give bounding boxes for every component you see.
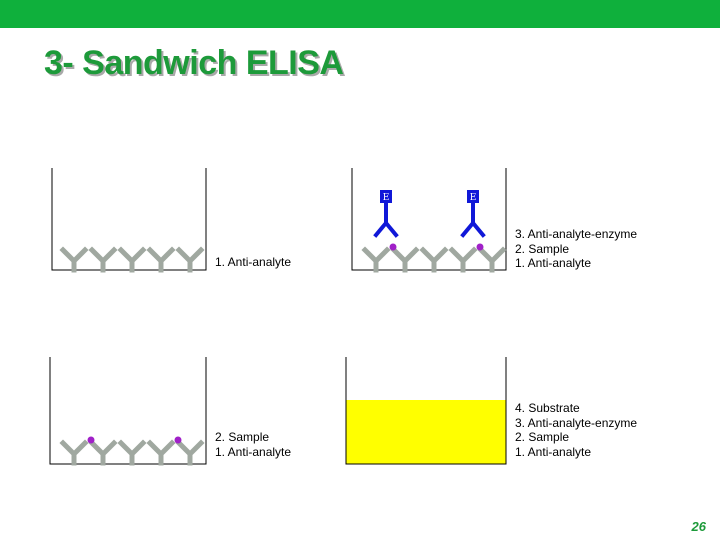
antibody-icon: [117, 439, 147, 466]
legend-item: 1. Anti-analyte: [215, 444, 292, 459]
top-bar: [0, 0, 720, 28]
antibody-icon: [146, 246, 176, 273]
antibody-icon: [419, 246, 449, 273]
antibody-icon: [59, 246, 89, 273]
legend-item: 3. Anti-analyte-enzyme: [515, 415, 638, 430]
analyte-icon: [174, 436, 182, 444]
substrate-fill: [346, 400, 506, 464]
legend-item: 1. Anti-analyte: [515, 256, 592, 270]
antibody-icon: [146, 439, 176, 466]
legend-item: 1. Anti-analyte: [515, 444, 592, 459]
enzyme-label: E: [470, 193, 477, 203]
analyte-dots: [389, 243, 484, 251]
antibody-icon: [117, 246, 147, 273]
enzyme-icon: [380, 190, 392, 203]
antibody-icon: [88, 439, 118, 466]
capture-antibody-row: [59, 246, 205, 273]
legend-item: 3. Anti-analyte-enzyme: [515, 227, 638, 241]
antibody-icon: [477, 246, 507, 273]
antibody-icon: [175, 246, 205, 273]
slide-title: 3- Sandwich ELISA: [44, 44, 344, 82]
detection-antibody-icon: [373, 203, 399, 238]
analyte-icon: [389, 243, 397, 251]
detection-antibody-icon: [460, 203, 486, 238]
panel-2-legend: 3. Anti-analyte-enzyme 2. Sample 1. Anti…: [515, 227, 637, 271]
capture-antibody-row: [361, 246, 507, 273]
legend-item: 2. Sample: [515, 241, 570, 256]
antibody-icon: [59, 439, 89, 466]
enzyme-icon: [467, 190, 479, 203]
panel-4-legend: 4. Substrate 3. Anti-analyte-enzyme 2. S…: [515, 401, 637, 459]
legend-item: 2. Sample: [515, 430, 570, 444]
antibody-icon: [448, 246, 478, 273]
antibody-icon: [361, 246, 391, 273]
legend-item: 4. Substrate: [515, 401, 580, 415]
analyte-dots: [87, 436, 182, 444]
legend-item: 1. Anti-analyte: [215, 255, 292, 269]
capture-antibody-row: [59, 439, 205, 466]
enzyme-label: E: [383, 193, 390, 203]
analyte-icon: [87, 436, 95, 444]
antibody-icon: [175, 439, 205, 466]
antibody-icon: [390, 246, 420, 273]
antibody-icon: [88, 246, 118, 273]
panel-1-legend: 1. Anti-analyte: [215, 255, 291, 270]
legend-item: 2. Sample: [215, 430, 270, 444]
analyte-icon: [476, 243, 484, 251]
panel-3-legend: 2. Sample 1. Anti-analyte: [215, 430, 291, 459]
page-number: 26: [691, 519, 706, 534]
